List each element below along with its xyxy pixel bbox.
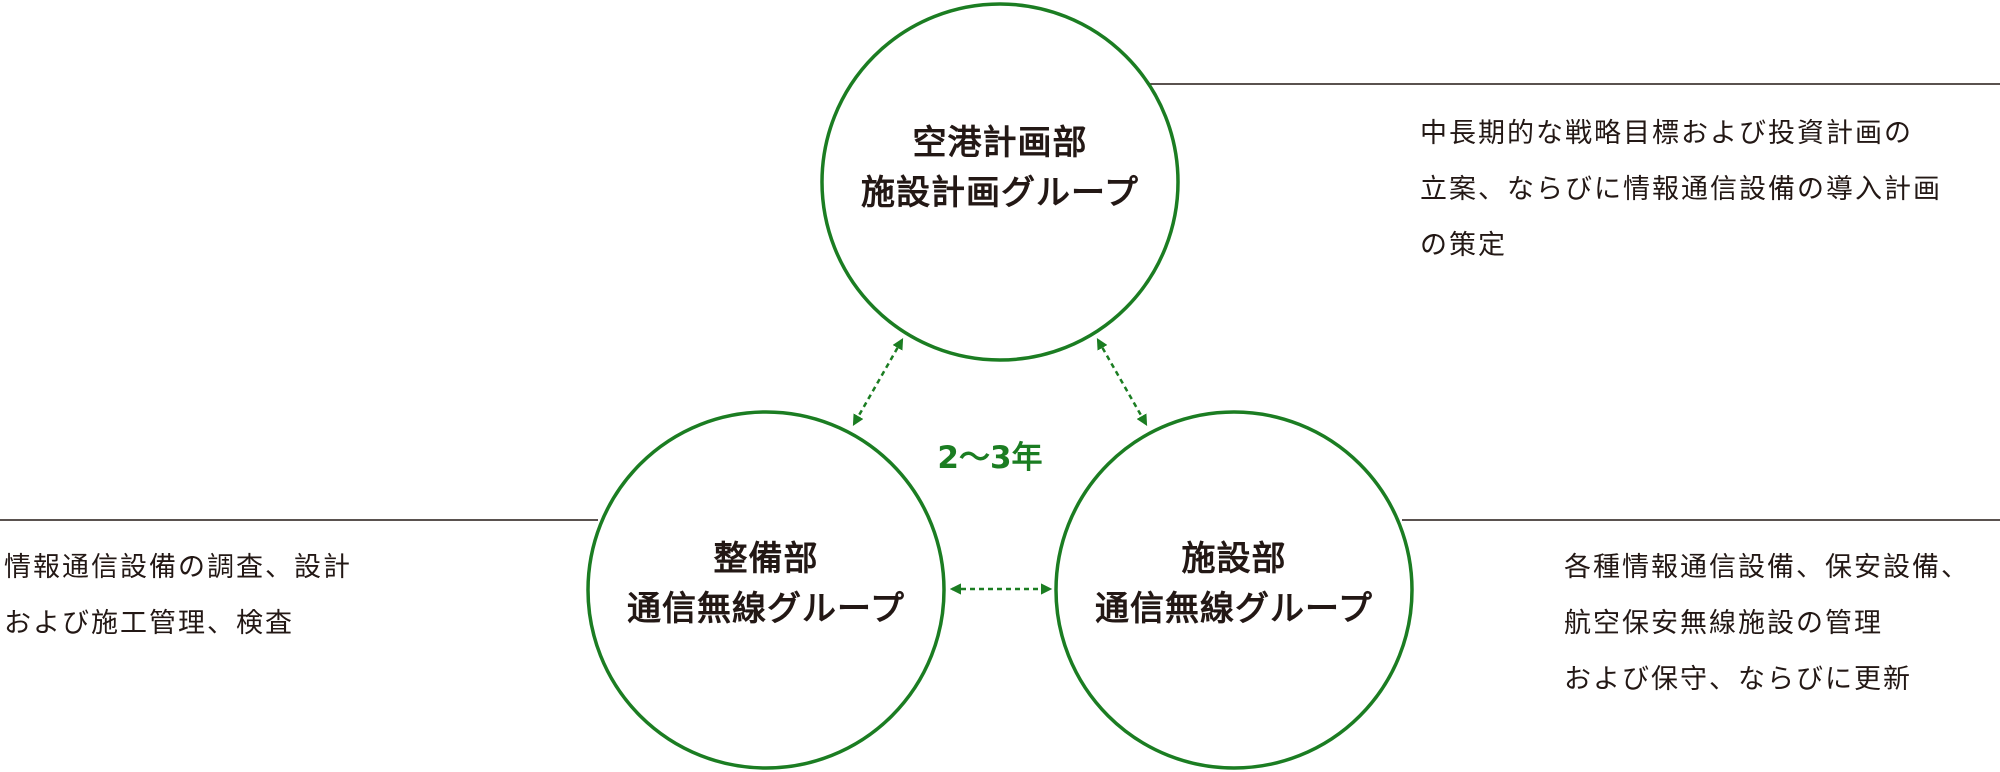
right-group-circle <box>1054 410 1414 770</box>
right-group-description: 各種情報通信設備、保安設備、 航空保安無線施設の管理 および保守、ならびに更新 <box>1564 540 1970 708</box>
arrow-top-right <box>1096 338 1148 426</box>
left-group-description: 情報通信設備の調査、設計 および施工管理、検査 <box>4 540 352 652</box>
top-group-circle <box>820 2 1180 362</box>
description-line: 中長期的な戦略目標および投資計画の <box>1420 118 1913 149</box>
left-group-name: 通信無線グループ <box>627 589 905 629</box>
right-group-department: 施設部 <box>1181 539 1287 579</box>
description-line: および保守、ならびに更新 <box>1564 664 1912 695</box>
description-line: 情報通信設備の調査、設計 <box>4 552 352 583</box>
description-line: の策定 <box>1420 230 1507 261</box>
left-group-department: 整備部 <box>713 539 819 579</box>
top-group-name: 施設計画グループ <box>861 173 1139 213</box>
description-line: 航空保安無線施設の管理 <box>1564 608 1883 639</box>
description-line: 各種情報通信設備、保安設備、 <box>1564 552 1970 583</box>
description-line: 立案、ならびに情報通信設備の導入計画 <box>1420 174 1942 205</box>
left-group-label: 整備部 通信無線グループ <box>586 534 946 634</box>
description-line: および施工管理、検査 <box>4 608 294 639</box>
top-group-label: 空港計画部 施設計画グループ <box>820 118 1180 218</box>
right-group-name: 通信無線グループ <box>1095 589 1373 629</box>
top-group-department: 空港計画部 <box>912 123 1088 163</box>
top-group-description: 中長期的な戦略目標および投資計画の 立案、ならびに情報通信設備の導入計画 の策定 <box>1420 106 1942 274</box>
right-group-label: 施設部 通信無線グループ <box>1054 534 1414 634</box>
arrow-top-left <box>852 338 904 426</box>
left-group-circle <box>586 410 946 770</box>
rotation-period-label: 2〜3年 <box>937 440 1043 476</box>
